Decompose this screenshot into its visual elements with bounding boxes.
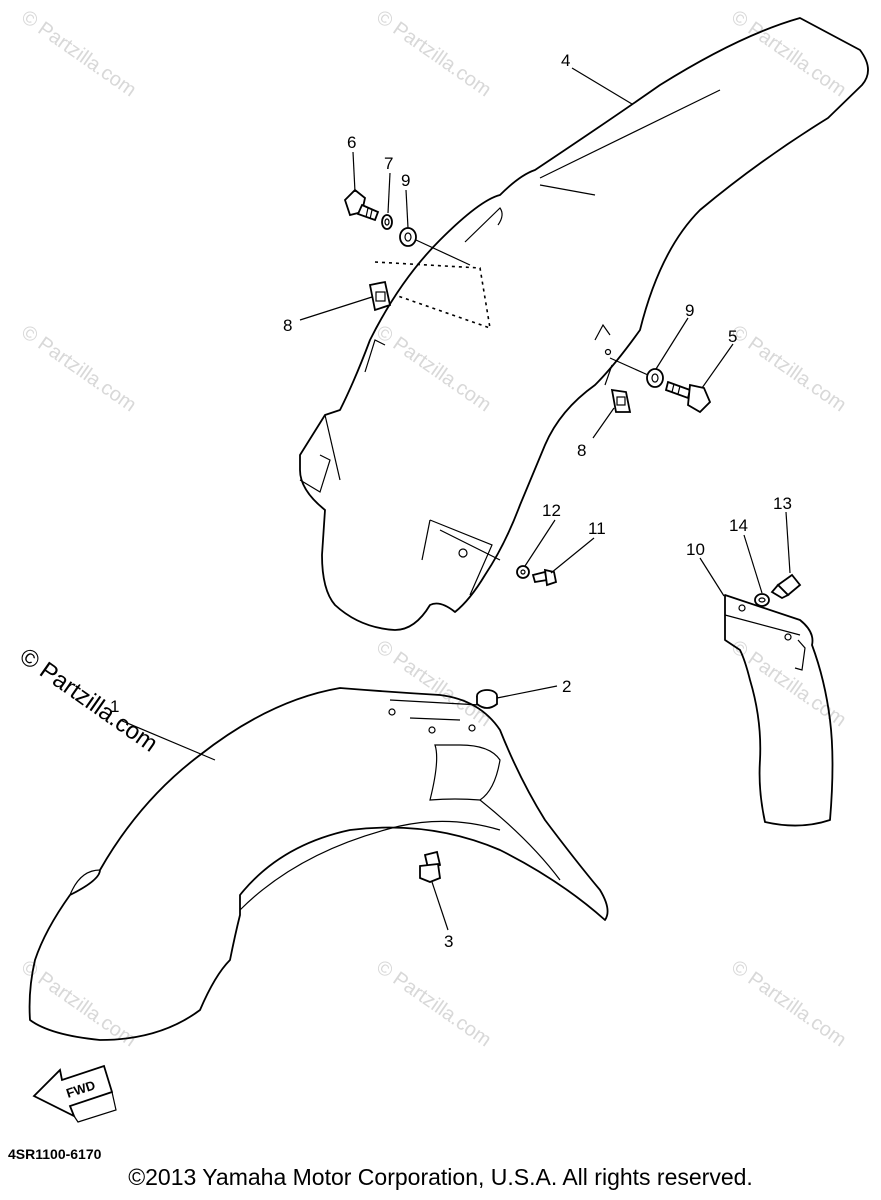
bolt-5 (664, 380, 712, 414)
watermark-prominent: © Partzilla.com (15, 643, 163, 758)
copyright-notice: ©2013 Yamaha Motor Corporation, U.S.A. A… (128, 1164, 753, 1190)
watermark: © Partzilla.com (727, 6, 850, 101)
washer-12 (516, 565, 530, 579)
callout-label: 9 (685, 301, 694, 320)
watermark: © Partzilla.com (727, 956, 850, 1051)
leader-lines (119, 67, 791, 931)
callout-label: 7 (384, 154, 393, 173)
callout-label: 8 (577, 441, 586, 460)
screw-13 (770, 573, 802, 600)
rear-fender (299, 17, 869, 631)
front-fender-1 (28, 687, 609, 1041)
callout-label: 9 (401, 171, 410, 190)
watermarks: © Partzilla.com © Partzilla.com © Partzi… (15, 6, 851, 1051)
clip-nut-8-left (368, 280, 392, 312)
collar-9-left (399, 227, 471, 266)
bolt-3 (419, 850, 442, 883)
watermark: © Partzilla.com (372, 956, 495, 1051)
washer-14 (754, 593, 770, 607)
watermark: © Partzilla.com (727, 636, 850, 731)
grommet-2 (476, 689, 498, 709)
callouts: 1 2 3 4 5 6 7 8 8 9 9 10 11 12 13 14 (110, 51, 792, 951)
callout-label: 8 (283, 316, 292, 335)
bolt-6 (343, 188, 380, 222)
screw-11 (531, 568, 558, 587)
callout-label: 1 (110, 697, 119, 716)
mud-flap-10 (724, 594, 834, 827)
washer-7 (381, 214, 393, 230)
watermark: © Partzilla.com (372, 6, 495, 101)
watermark: © Partzilla.com (17, 6, 140, 101)
callout-label: 14 (729, 516, 748, 535)
watermark: © Partzilla.com (372, 636, 495, 731)
watermark: © Partzilla.com (372, 321, 495, 416)
callout-label: 11 (588, 519, 606, 538)
clip-nut-8-right (610, 388, 632, 413)
fwd-arrow: FWD (32, 1064, 117, 1123)
callout-label: 12 (542, 501, 561, 520)
collar-9-right (609, 357, 664, 388)
callout-label: 4 (561, 51, 570, 70)
callout-label: 2 (562, 677, 571, 696)
callout-label: 5 (728, 327, 737, 346)
callout-label: 10 (686, 540, 705, 559)
drawing-code: 4SR1100-6170 (8, 1146, 102, 1162)
callout-label: 13 (773, 494, 792, 513)
callout-label: 3 (444, 932, 453, 951)
callout-label: 6 (347, 133, 356, 152)
watermark: © Partzilla.com (17, 321, 140, 416)
watermark: © Partzilla.com (727, 321, 850, 416)
